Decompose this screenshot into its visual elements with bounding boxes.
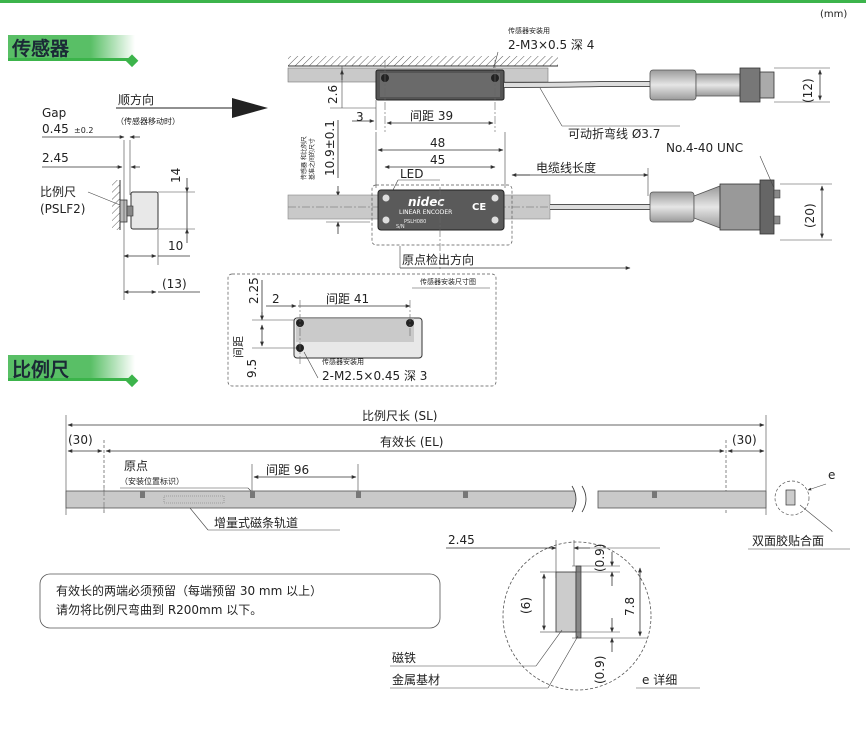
- scale-model: (PSLF2): [40, 202, 85, 216]
- detail-title: e 详细: [642, 672, 677, 687]
- gap-tolerance: ±0.2: [74, 126, 93, 135]
- led-label: LED: [400, 167, 424, 181]
- brand-logo: nidec: [408, 195, 445, 209]
- top-rule: [0, 0, 866, 3]
- dim-12: (12): [801, 78, 815, 103]
- section-heading-sensor: 传感器: [8, 35, 139, 68]
- dim-9-5: 9.5: [245, 359, 259, 378]
- effective-length: 有效长 (EL): [380, 434, 443, 449]
- note-box: 有效长的两端必须预留（每端预留 30 mm 以上） 请勿将比例尺弯曲到 R200…: [39, 573, 441, 629]
- mount-thread-box: 2-M2.5×0.45 深 3: [322, 369, 427, 383]
- dim-3: 3: [356, 110, 364, 124]
- unit-label: (mm): [820, 9, 847, 20]
- cable-length: 电缆线长度: [536, 160, 596, 175]
- direction-indicator: 顺方向 （传感器移动时）: [116, 92, 268, 126]
- magnet-label: 磁铁: [392, 650, 416, 665]
- model-text: PSLH080: [404, 219, 426, 225]
- margin-left: (30): [68, 433, 93, 447]
- serial-text: S/N: [396, 224, 405, 230]
- detail-e: 2.45 (0.9) (6) 7.8 (0.9) 磁铁 金属基材 e 详细: [390, 533, 700, 691]
- vertical-note-1: 传感器 和比例尺: [300, 136, 308, 180]
- detail-dim-6: (6): [519, 597, 533, 614]
- sensor-top-view: 传感器安装用 2-M3×0.5 深 4 2.6 3 间距 39 可动折弯线 Ø3: [287, 26, 830, 141]
- e-label: e: [828, 468, 835, 482]
- note-line-1: 有效长的两端必须预留（每端预留 30 mm 以上）: [56, 583, 322, 598]
- detail-dim-0-9-bottom: (0.9): [593, 656, 607, 684]
- cable-note: 可动折弯线 Ø3.7: [568, 126, 660, 141]
- pitch-39: 间距 39: [410, 109, 453, 123]
- mount-box-title: 传感器安装尺寸图: [420, 277, 476, 286]
- dim-10-9: 10.9±0.1: [323, 120, 337, 176]
- connector-thread: No.4-40 UNC: [666, 141, 743, 155]
- scale-view: 比例尺长 (SL) (30) 有效长 (EL) (30) 原点 （安装位置标识）…: [65, 409, 850, 550]
- margin-right: (30): [732, 433, 757, 447]
- detail-dim-7-8: 7.8: [623, 597, 637, 616]
- mount-title-box: 传感器安装用: [322, 357, 364, 366]
- ce-mark-icon: CE: [472, 202, 486, 213]
- sensor-front-view: 传感器 和比例尺 基准之间的尺寸 10.9±0.1 48 45 LED nide…: [287, 120, 832, 270]
- gap-label: Gap: [42, 106, 66, 120]
- direction-arrow-icon: [232, 98, 268, 118]
- sensor-side-view: Gap 0.45 ±0.2 2.45 比例尺 (PSLF2) 14 10 (: [40, 106, 200, 300]
- base-label: 金属基材: [392, 672, 440, 687]
- section-title-sensor: 传感器: [11, 37, 70, 60]
- origin-sub-label: （安装位置标识）: [120, 476, 184, 486]
- dim-2-6: 2.6: [326, 85, 340, 104]
- dim-13: (13): [162, 277, 187, 291]
- dim-2: 2: [272, 292, 280, 306]
- section-heading-scale: 比例尺: [8, 355, 139, 388]
- dim-14: 14: [169, 168, 183, 183]
- note-line-2: 请勿将比例尺弯曲到 R200mm 以下。: [56, 602, 262, 617]
- pitch-96: 间距 96: [266, 463, 309, 477]
- origin-label: 原点: [124, 459, 148, 473]
- detail-dim-0-9-top: (0.9): [593, 544, 607, 572]
- direction-label: 顺方向: [118, 92, 154, 107]
- track-label: 增量式磁条轨道: [214, 515, 298, 530]
- vertical-note-2: 基准之间的尺寸: [308, 138, 316, 180]
- mount-detail-box: 传感器安装尺寸图 2.25 2 间距 41 间距 9.5 传感器安装用 2-M2…: [227, 273, 497, 387]
- brand-text: LINEAR ENCODER: [399, 209, 452, 216]
- dim-20: (20): [803, 203, 817, 228]
- mount-title-top: 传感器安装用: [508, 26, 550, 35]
- direction-sub: （传感器移动时）: [116, 116, 180, 126]
- dim-10: 10: [168, 239, 183, 253]
- scale-label: 比例尺: [40, 185, 76, 199]
- dim-2-25: 2.25: [247, 277, 261, 304]
- pitch-vertical-label: 间距: [232, 336, 245, 358]
- tape-label: 双面胶贴合面: [752, 533, 824, 548]
- gap-value: 0.45: [42, 122, 69, 136]
- pitch-41: 间距 41: [326, 292, 369, 306]
- scale-length: 比例尺长 (SL): [362, 409, 437, 423]
- detail-dim-2-45: 2.45: [448, 533, 475, 547]
- dim-2-45: 2.45: [42, 151, 69, 165]
- mount-thread-top: 2-M3×0.5 深 4: [508, 38, 594, 52]
- origin-detect-direction: 原点检出方向: [402, 252, 474, 267]
- dim-45: 45: [430, 153, 445, 167]
- section-title-scale: 比例尺: [12, 358, 69, 381]
- dim-48: 48: [430, 136, 445, 150]
